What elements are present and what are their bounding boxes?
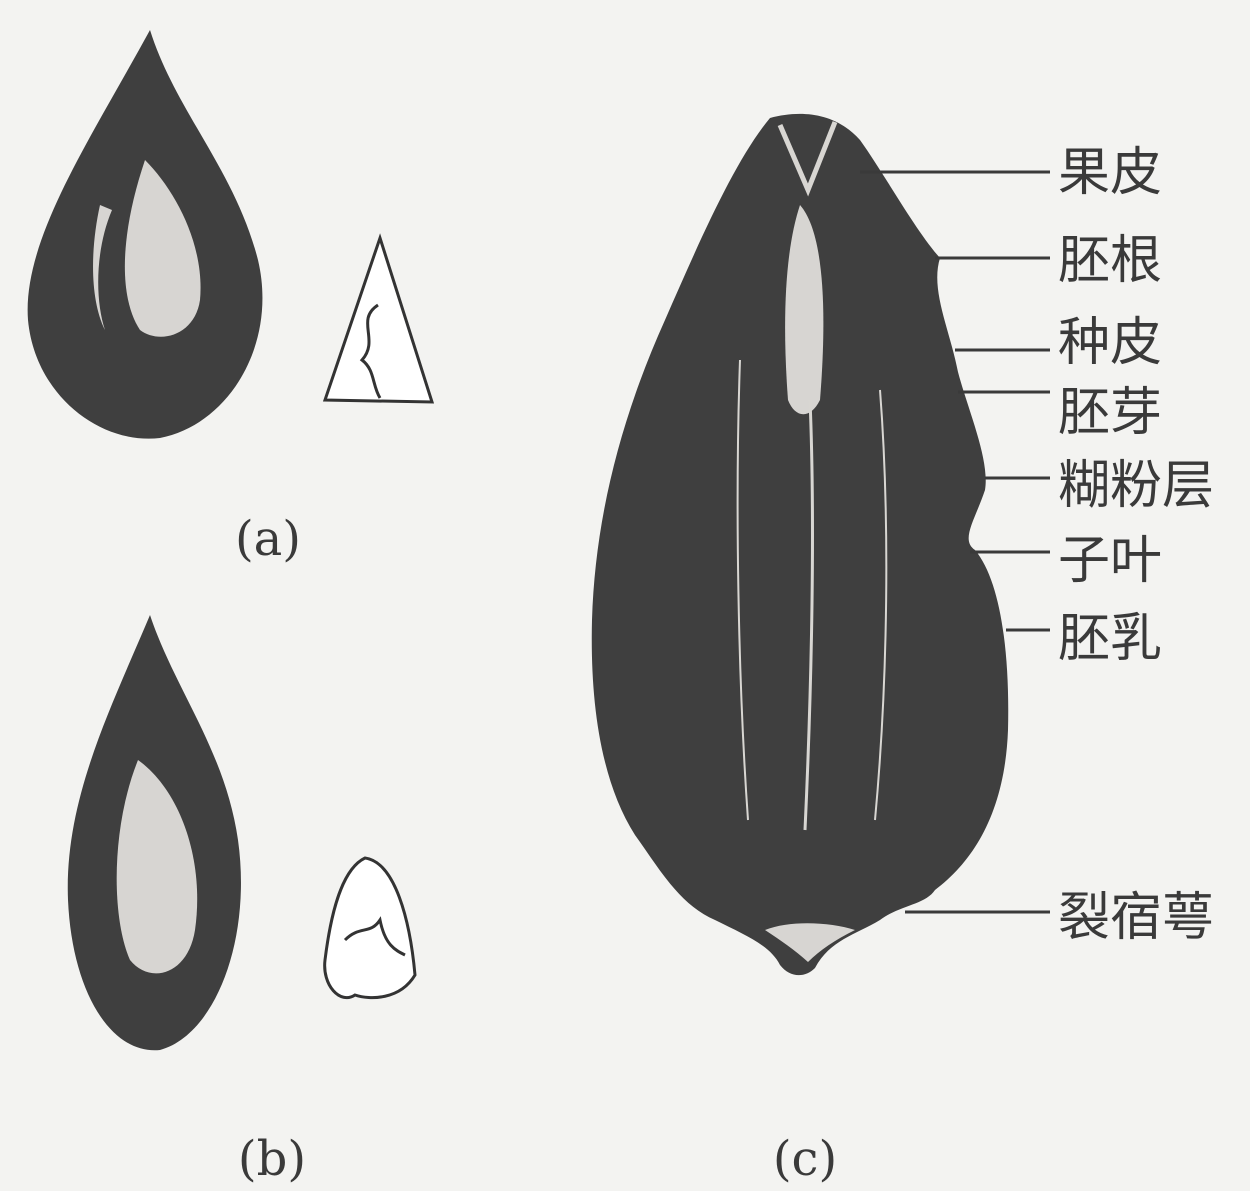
- caption-c: (c): [773, 1131, 837, 1187]
- label-cotyledon: 子叶: [1058, 531, 1162, 591]
- label-aleurone: 糊粉层: [1058, 456, 1214, 516]
- label-pericarp: 果皮: [1058, 143, 1162, 203]
- seed-a: [28, 30, 263, 439]
- label-persistent-calyx: 裂宿萼: [1058, 888, 1214, 948]
- label-plumule: 胚芽: [1058, 383, 1162, 443]
- embryo-a: [325, 238, 432, 402]
- embryo-b: [325, 858, 415, 998]
- seed-c-section: [592, 114, 1008, 975]
- label-endosperm: 胚乳: [1058, 609, 1162, 669]
- seed-b: [68, 615, 241, 1050]
- label-seed-coat: 种皮: [1058, 313, 1162, 373]
- label-radicle: 胚根: [1058, 231, 1162, 291]
- caption-b: (b): [238, 1131, 306, 1187]
- caption-a: (a): [235, 511, 301, 567]
